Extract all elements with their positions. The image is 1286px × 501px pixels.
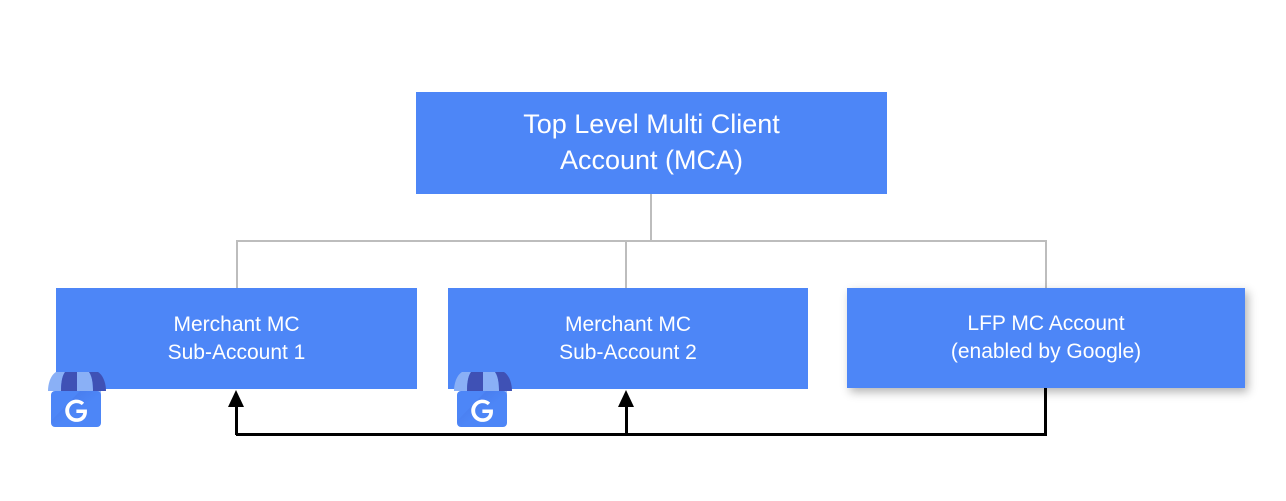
- google-my-business-icon: [454, 372, 512, 427]
- feedback-connector-lfp-drop: [1044, 388, 1047, 436]
- feedback-connector-sub1-riser: [235, 404, 238, 435]
- node-top-level-mca: Top Level Multi Client Account (MCA): [416, 92, 887, 194]
- arrow-up-icon-sub1: [228, 390, 244, 407]
- connector-drop-lfp: [1045, 240, 1047, 289]
- node-merchant-sub-account-2: Merchant MC Sub-Account 2: [448, 288, 808, 389]
- connector-drop-sub2: [625, 240, 627, 289]
- node-lfp-mc-account-label: LFP MC Account (enabled by Google): [950, 312, 1142, 363]
- connector-horizontal-bus: [236, 240, 1047, 242]
- connector-drop-sub1: [236, 240, 238, 289]
- node-merchant-sub-account-1-label: Merchant MC Sub-Account 1: [167, 312, 306, 364]
- google-my-business-icon: [48, 372, 106, 427]
- node-top-level-mca-label: Top Level Multi Client Account (MCA): [523, 109, 780, 175]
- connector-top-stem: [650, 194, 652, 242]
- feedback-connector-horizontal: [236, 433, 1047, 436]
- node-merchant-sub-account-2-label: Merchant MC Sub-Account 2: [559, 312, 697, 364]
- feedback-connector-sub2-riser: [625, 404, 628, 435]
- node-lfp-mc-account: LFP MC Account (enabled by Google): [847, 288, 1245, 388]
- node-merchant-sub-account-1: Merchant MC Sub-Account 1: [56, 288, 417, 389]
- arrow-up-icon-sub2: [618, 390, 634, 407]
